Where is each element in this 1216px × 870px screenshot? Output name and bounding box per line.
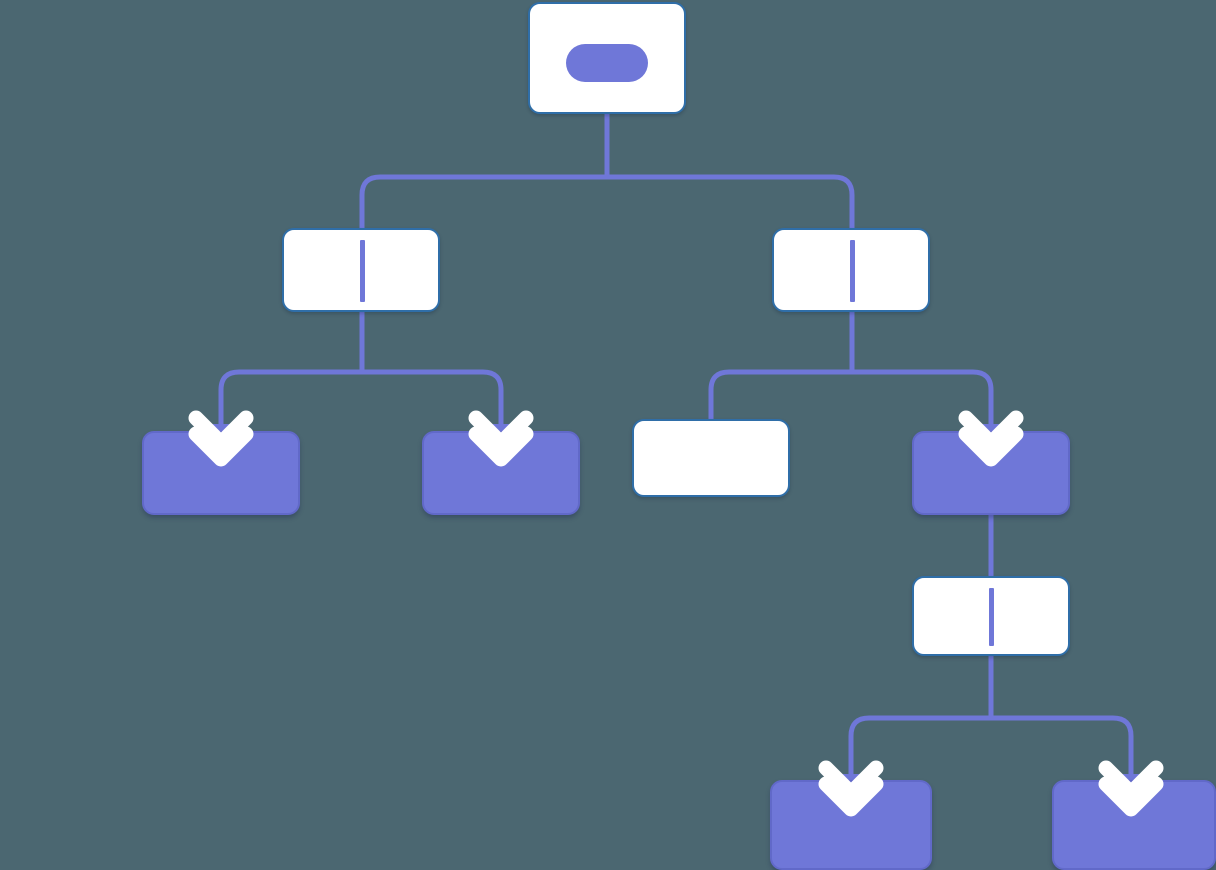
node-n7[interactable]	[912, 431, 1070, 515]
node-n5[interactable]	[422, 431, 580, 515]
node-n4[interactable]	[142, 431, 300, 515]
node-n9[interactable]	[770, 780, 932, 870]
through-line-n3	[850, 240, 855, 302]
node-n1[interactable]	[528, 2, 686, 114]
node-badge-pill	[566, 44, 648, 82]
through-line-n8	[989, 588, 994, 646]
node-n6[interactable]	[632, 419, 790, 497]
through-line-n2	[360, 240, 365, 302]
node-n10[interactable]	[1052, 780, 1216, 870]
